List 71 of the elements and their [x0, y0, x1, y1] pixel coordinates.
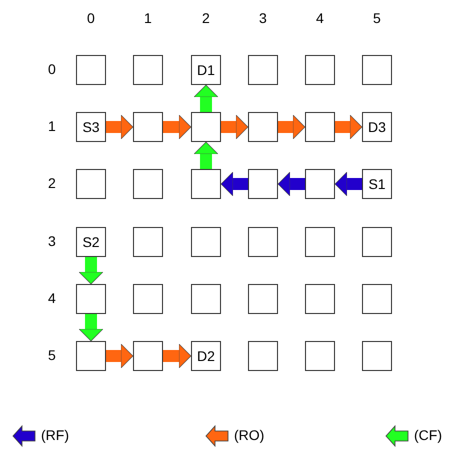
- grid-cell: [76, 112, 106, 142]
- grid-cell: [191, 227, 221, 257]
- grid-cell: [362, 169, 392, 199]
- block-arrow: [335, 114, 362, 140]
- cell-label: S1: [368, 176, 386, 192]
- row-number: 0: [48, 61, 56, 77]
- legend-label: (RO): [234, 427, 264, 443]
- grid-cell: [133, 227, 163, 257]
- grid-cell: [76, 284, 106, 314]
- grid-cell: [362, 341, 392, 371]
- grid-cell: [191, 169, 221, 199]
- block-arrow: [163, 344, 192, 368]
- grid-cell: [305, 169, 335, 199]
- block-arrow: [278, 114, 306, 140]
- cell-label: D2: [197, 348, 215, 364]
- grid-cell: [248, 341, 278, 371]
- legend-label: (CF): [414, 427, 442, 443]
- block-arrow: [278, 172, 305, 196]
- block-arrow: [78, 257, 104, 284]
- grid-cell: [248, 169, 278, 199]
- legend-label: (RF): [41, 427, 69, 443]
- grid-cell: [191, 284, 221, 314]
- grid-cell: [305, 55, 335, 85]
- column-number: 0: [87, 10, 95, 26]
- grid-cell: [362, 55, 392, 85]
- block-arrow: [334, 172, 362, 196]
- grid-cell: [248, 227, 278, 257]
- grid-cell: [305, 341, 335, 371]
- block-arrow: [106, 344, 134, 368]
- column-number: 3: [259, 10, 267, 26]
- column-number: 1: [144, 10, 152, 26]
- cell-label: D3: [368, 119, 386, 135]
- block-arrow: [194, 142, 218, 169]
- grid-cell: [76, 341, 106, 371]
- grid-cell: [133, 112, 163, 142]
- grid-cell: [76, 169, 106, 199]
- column-number: 4: [316, 10, 324, 26]
- column-number: 2: [202, 10, 210, 26]
- cell-label: S3: [82, 119, 100, 135]
- row-number: 1: [48, 118, 56, 134]
- grid-cell: [248, 55, 278, 85]
- grid-cell: [248, 112, 278, 142]
- column-number: 5: [373, 10, 381, 26]
- grid-cell: [133, 169, 163, 199]
- grid-cell: [305, 227, 335, 257]
- grid-cell: [191, 55, 221, 85]
- grid-cell: [191, 341, 221, 371]
- grid-cell: [191, 112, 221, 142]
- grid-cell: [362, 227, 392, 257]
- grid-cell: [362, 284, 392, 314]
- grid-cell: [305, 284, 335, 314]
- block-arrow: [163, 114, 192, 140]
- block-arrow: [220, 172, 248, 196]
- block-arrow: [78, 314, 104, 342]
- cell-label: D1: [197, 62, 215, 78]
- grid-cell: [76, 227, 106, 257]
- grid-cell: [76, 55, 106, 85]
- grid-cell: [133, 341, 163, 371]
- row-number: 3: [48, 233, 56, 249]
- block-arrow: [221, 114, 248, 140]
- grid-cell: [362, 112, 392, 142]
- row-number: 5: [48, 347, 56, 363]
- row-number: 2: [48, 175, 56, 191]
- grid-cell: [305, 112, 335, 142]
- row-number: 4: [48, 290, 56, 306]
- grid-cell: [248, 284, 278, 314]
- cell-label: S2: [82, 234, 100, 250]
- grid-cell: [133, 55, 163, 85]
- grid-cell: [133, 284, 163, 314]
- block-arrow: [194, 84, 218, 112]
- block-arrow: [106, 114, 134, 140]
